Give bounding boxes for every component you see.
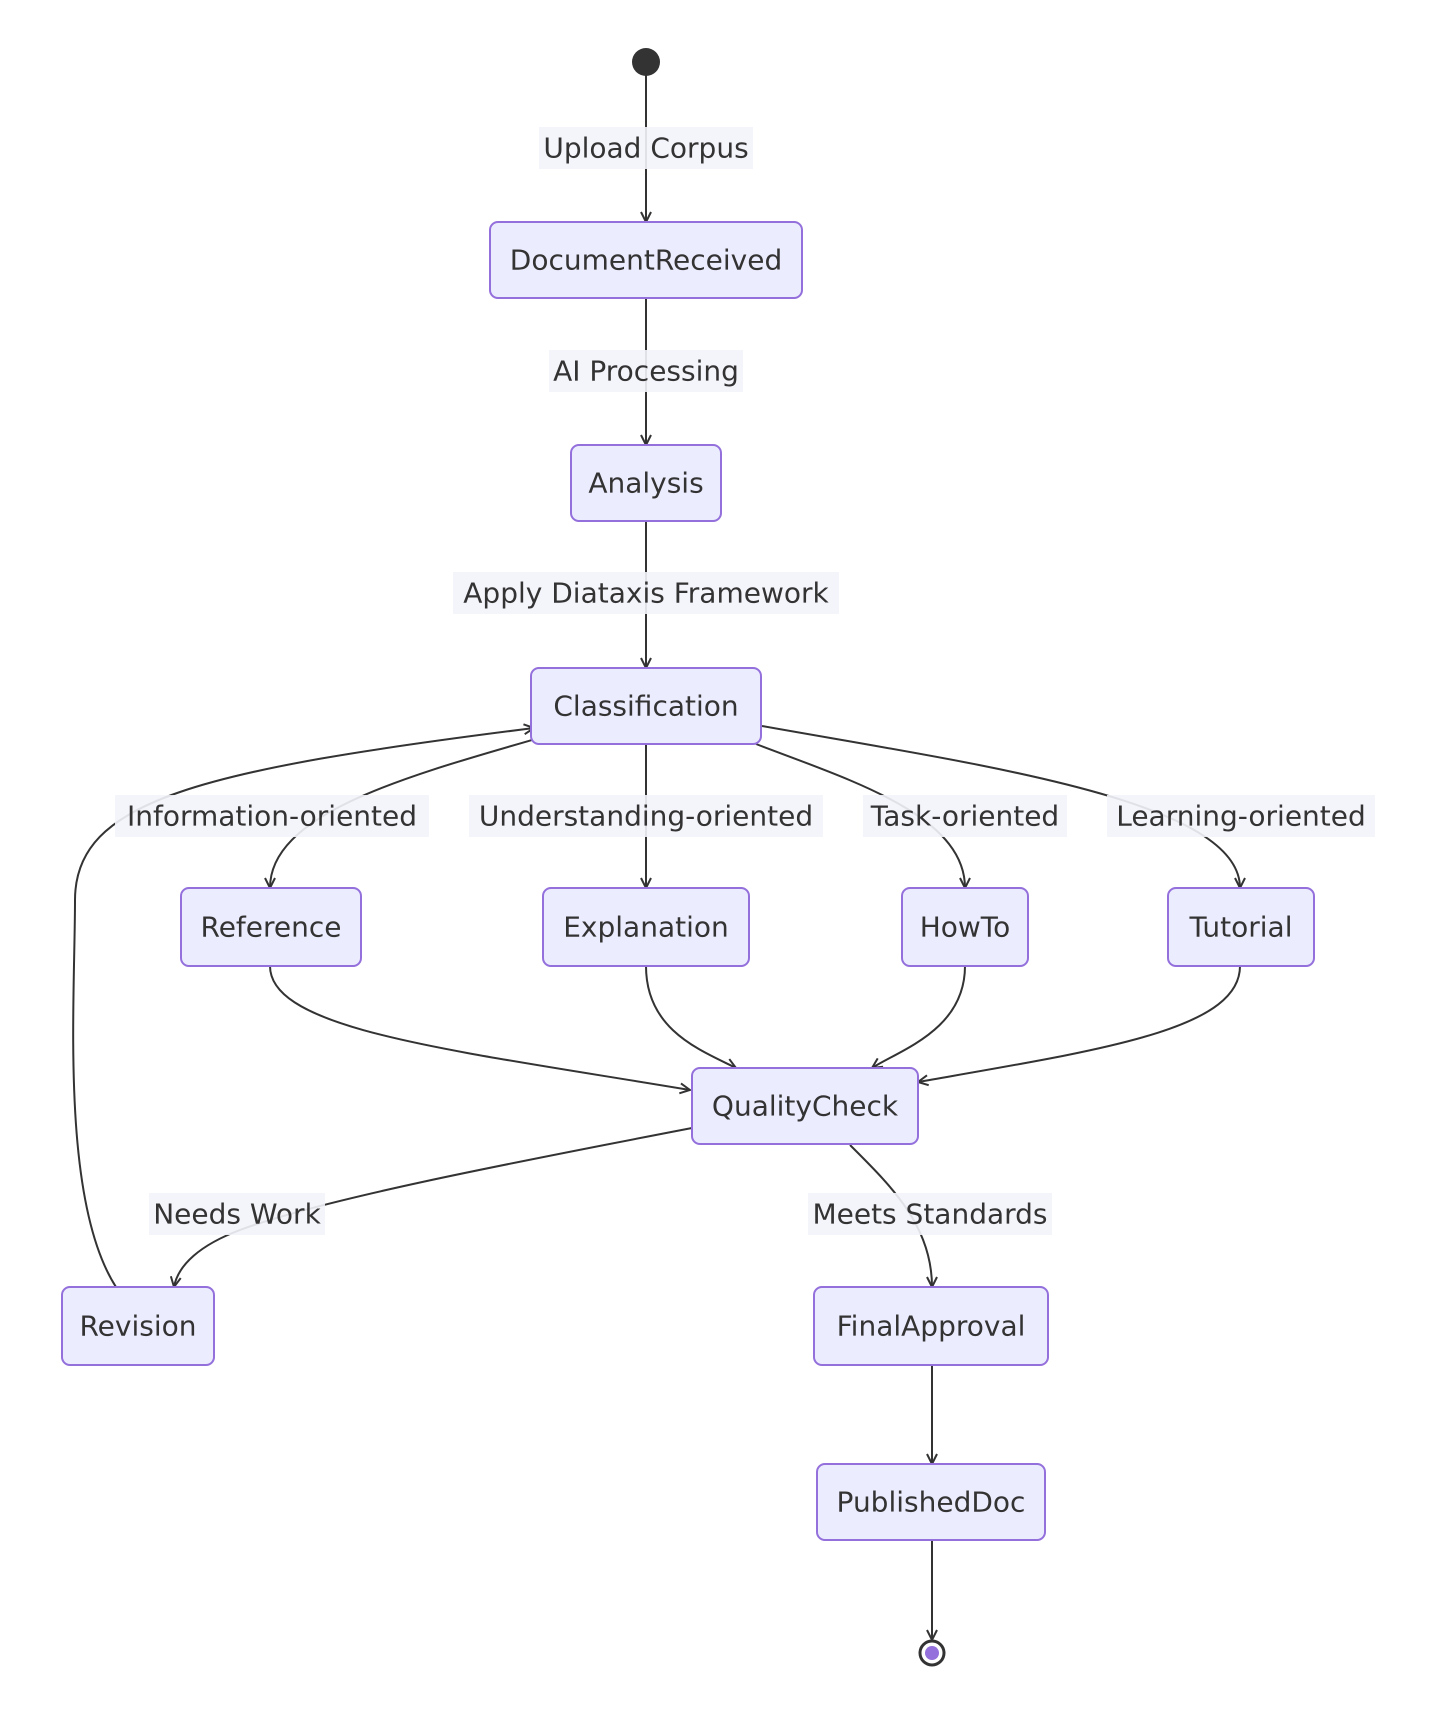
state-published-doc: PublishedDoc bbox=[816, 1463, 1046, 1541]
edge-reference-to-quality-check bbox=[269, 965, 690, 1090]
end-state-icon bbox=[918, 1639, 946, 1667]
edge-revision-to-classification bbox=[72, 728, 534, 1288]
svg-text:Task-oriented: Task-oriented bbox=[870, 800, 1059, 833]
svg-text:Learning-oriented: Learning-oriented bbox=[1116, 800, 1366, 833]
state-revision: Revision bbox=[61, 1286, 215, 1366]
svg-text:Information-oriented: Information-oriented bbox=[127, 800, 417, 833]
svg-text:Apply Diataxis Framework: Apply Diataxis Framework bbox=[463, 577, 829, 610]
edge-classification-to-tutorial bbox=[761, 725, 1240, 888]
state-reference: Reference bbox=[180, 887, 362, 967]
state-howto: HowTo bbox=[901, 887, 1029, 967]
edge-explanation-to-quality-check bbox=[645, 965, 736, 1068]
svg-text:DocumentReceived: DocumentReceived bbox=[510, 244, 782, 277]
state-classification: Classification bbox=[530, 667, 762, 745]
svg-text:Tutorial: Tutorial bbox=[1189, 911, 1293, 944]
state-tutorial: Tutorial bbox=[1167, 887, 1315, 967]
svg-text:Reference: Reference bbox=[201, 911, 342, 944]
edge-label-meets-standards: Meets Standards bbox=[808, 1193, 1052, 1235]
edge-label-upload-corpus: Upload Corpus bbox=[539, 127, 753, 169]
svg-text:FinalApproval: FinalApproval bbox=[837, 1310, 1026, 1343]
state-analysis: Analysis bbox=[570, 444, 722, 522]
state-document-received: DocumentReceived bbox=[489, 221, 803, 299]
svg-text:Needs Work: Needs Work bbox=[153, 1198, 321, 1231]
svg-text:Classification: Classification bbox=[553, 690, 738, 723]
state-quality-check: QualityCheck bbox=[691, 1067, 919, 1145]
svg-text:PublishedDoc: PublishedDoc bbox=[837, 1486, 1026, 1519]
edge-tutorial-to-quality-check bbox=[918, 965, 1241, 1082]
svg-text:QualityCheck: QualityCheck bbox=[712, 1090, 899, 1123]
edge-label-apply-diataxis: Apply Diataxis Framework bbox=[453, 572, 839, 614]
edge-label-information-oriented: Information-oriented bbox=[115, 795, 429, 837]
svg-text:Upload Corpus: Upload Corpus bbox=[543, 132, 748, 165]
svg-text:Explanation: Explanation bbox=[563, 911, 729, 944]
svg-text:Meets Standards: Meets Standards bbox=[812, 1198, 1047, 1231]
state-final-approval: FinalApproval bbox=[813, 1286, 1049, 1366]
svg-text:AI Processing: AI Processing bbox=[553, 355, 739, 388]
edge-label-learning-oriented: Learning-oriented bbox=[1107, 795, 1375, 837]
svg-text:Analysis: Analysis bbox=[588, 467, 703, 500]
nodes: DocumentReceived Analysis Classification… bbox=[61, 221, 1315, 1541]
start-state-icon bbox=[632, 48, 660, 76]
edges bbox=[72, 75, 1241, 1640]
edge-label-ai-processing: AI Processing bbox=[549, 350, 743, 392]
svg-text:HowTo: HowTo bbox=[920, 911, 1011, 944]
edge-label-task-oriented: Task-oriented bbox=[863, 795, 1067, 837]
edge-howto-to-quality-check bbox=[872, 965, 966, 1068]
state-explanation: Explanation bbox=[542, 887, 750, 967]
svg-text:Understanding-oriented: Understanding-oriented bbox=[479, 800, 813, 833]
edge-label-understanding-oriented: Understanding-oriented bbox=[469, 795, 823, 837]
edge-label-needs-work: Needs Work bbox=[149, 1193, 325, 1235]
edge-labels: Upload Corpus AI Processing Apply Diatax… bbox=[115, 127, 1375, 1235]
svg-text:Revision: Revision bbox=[79, 1310, 196, 1343]
